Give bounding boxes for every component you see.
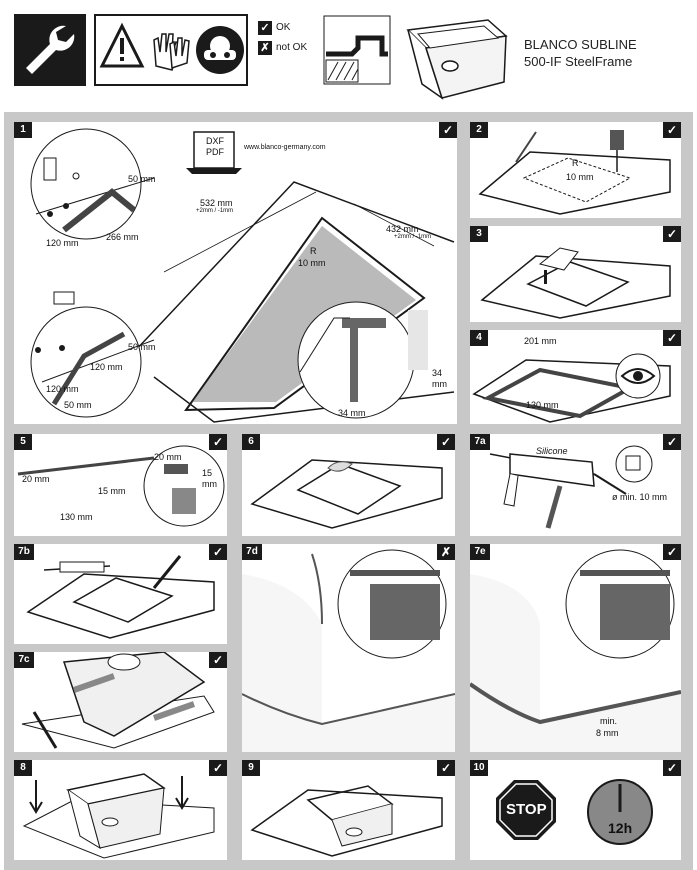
step-7d-number: 7d	[242, 544, 262, 560]
dim-34-a-unit: mm	[432, 379, 447, 389]
dim-15-b-unit: mm	[202, 479, 217, 489]
safety-equipment-panel	[94, 14, 248, 86]
dim-266: 266 mm	[106, 232, 139, 242]
step-6-ok-mark: ✓	[437, 434, 455, 450]
step-10-number: 10	[470, 760, 488, 776]
radius-value: 10 mm	[298, 258, 326, 268]
step-7a-number: 7a	[470, 434, 490, 450]
legend: ✓ OK ✗ not OK	[258, 18, 307, 58]
pdf-label: PDF	[206, 147, 224, 157]
step-2-panel: 2 ✓ R 10 mm	[470, 122, 681, 218]
dim-20-a: 20 mm	[22, 474, 50, 484]
dim-120-b: 120 mm	[90, 362, 123, 372]
step-7c-ok-mark: ✓	[209, 652, 227, 668]
sink-icon	[400, 14, 510, 100]
step-10-ok-mark: ✓	[663, 760, 681, 776]
dim-50-a: 50 mm	[128, 174, 156, 184]
step-5-number: 5	[14, 434, 32, 450]
step-7c-panel: 7c ✓	[14, 652, 227, 752]
silicone-label: Silicone	[536, 446, 568, 456]
step-9-panel: 9 ✓	[242, 760, 455, 860]
legend-not-ok: not OK	[276, 42, 308, 53]
step-6-number: 6	[242, 434, 260, 450]
step-3-panel: 3 ✓	[470, 226, 681, 322]
step-2-number: 2	[470, 122, 488, 138]
radius-symbol: R	[572, 158, 579, 168]
dim-130: 130 mm	[526, 400, 559, 410]
product-title-line1: BLANCO SUBLINE	[524, 37, 637, 52]
step-7a-ok-mark: ✓	[663, 434, 681, 450]
step-7e-panel: 7e ✓ min. 8 mm	[470, 544, 681, 752]
step-9-ok-mark: ✓	[437, 760, 455, 776]
cross-icon: ✗	[258, 41, 272, 55]
legend-ok: OK	[276, 22, 291, 33]
step-8-number: 8	[14, 760, 32, 776]
dim-50-c: 50 mm	[64, 400, 92, 410]
dim-201: 201 mm	[524, 336, 557, 346]
product-title: BLANCO SUBLINE 500-IF SteelFrame	[524, 36, 637, 70]
dim-532: 532 mm	[200, 198, 233, 208]
check-icon: ✓	[258, 21, 272, 35]
dim-15-b: 15	[202, 468, 213, 478]
step-2-ok-mark: ✓	[663, 122, 681, 138]
warning-icon	[99, 22, 145, 68]
website-url[interactable]: www.blanco-germany.com	[244, 144, 326, 151]
gloves-icon	[153, 33, 190, 71]
step-7e-ok-mark: ✓	[663, 544, 681, 560]
step-7d-panel: 7d ✗	[242, 544, 455, 752]
min-label: min.	[600, 716, 618, 726]
step-7b-panel: 7b ✓	[14, 544, 227, 644]
step-7b-number: 7b	[14, 544, 34, 560]
dim-15-a: 15 mm	[98, 486, 126, 496]
stop-sign-icon	[496, 780, 556, 840]
min-gap-value: 8 mm	[596, 728, 619, 738]
stop-label: STOP	[506, 801, 547, 818]
step-5-ok-mark: ✓	[209, 434, 227, 450]
step-4-number: 4	[470, 330, 488, 346]
dim-50-b: 50 mm	[128, 342, 156, 352]
step-1-panel: 1 ✓ DXF PDF www.blanco-germany.com 532 m…	[14, 122, 457, 424]
dim-432: 432 mm	[386, 224, 419, 234]
dim-130: 130 mm	[60, 512, 93, 522]
step-1-number: 1	[14, 122, 32, 138]
step-6-panel: 6 ✓	[242, 434, 455, 536]
step-8-panel: 8 ✓	[14, 760, 227, 860]
step-1-ok-mark: ✓	[439, 122, 457, 138]
dim-532-tol: +2mm / -1mm	[196, 208, 234, 214]
step-7c-number: 7c	[14, 652, 34, 668]
step-5-panel: 5 ✓ 20 mm 15 mm 130 mm 20 mm 15 mm	[14, 434, 227, 536]
step-3-number: 3	[470, 226, 488, 242]
step-1-illustration	[30, 128, 455, 423]
wrench-icon	[14, 14, 86, 86]
edge-profile-icon	[322, 14, 392, 86]
radius-symbol: R	[310, 246, 317, 256]
dim-120-c: 120 mm	[46, 384, 79, 394]
dim-34-a: 34	[432, 368, 443, 378]
step-4-panel: 4 ✓ 201 mm 130 mm	[470, 330, 681, 424]
step-10-panel: 10 ✓ STOP 12h	[470, 760, 681, 860]
product-title-line2: 500-IF SteelFrame	[524, 54, 633, 69]
goggles-icon	[196, 26, 244, 74]
dxf-label: DXF	[206, 136, 224, 146]
dim-432-tol: +2mm / -1mm	[394, 234, 432, 240]
wait-time: 12h	[608, 820, 633, 836]
step-7e-number: 7e	[470, 544, 490, 560]
step-7b-ok-mark: ✓	[209, 544, 227, 560]
radius-value: 10 mm	[566, 172, 594, 182]
step-3-ok-mark: ✓	[663, 226, 681, 242]
step-4-ok-mark: ✓	[663, 330, 681, 346]
step-7a-panel: 7a ✓ Silicone ø min. 10 mm	[470, 434, 681, 536]
step-7d-not-ok-mark: ✗	[437, 544, 455, 560]
step-9-number: 9	[242, 760, 260, 776]
dim-120-a: 120 mm	[46, 238, 79, 248]
step-8-ok-mark: ✓	[209, 760, 227, 776]
min-diameter: ø min. 10 mm	[612, 492, 668, 502]
dim-20-b: 20 mm	[154, 452, 182, 462]
dim-34-b: 34 mm	[338, 408, 366, 418]
